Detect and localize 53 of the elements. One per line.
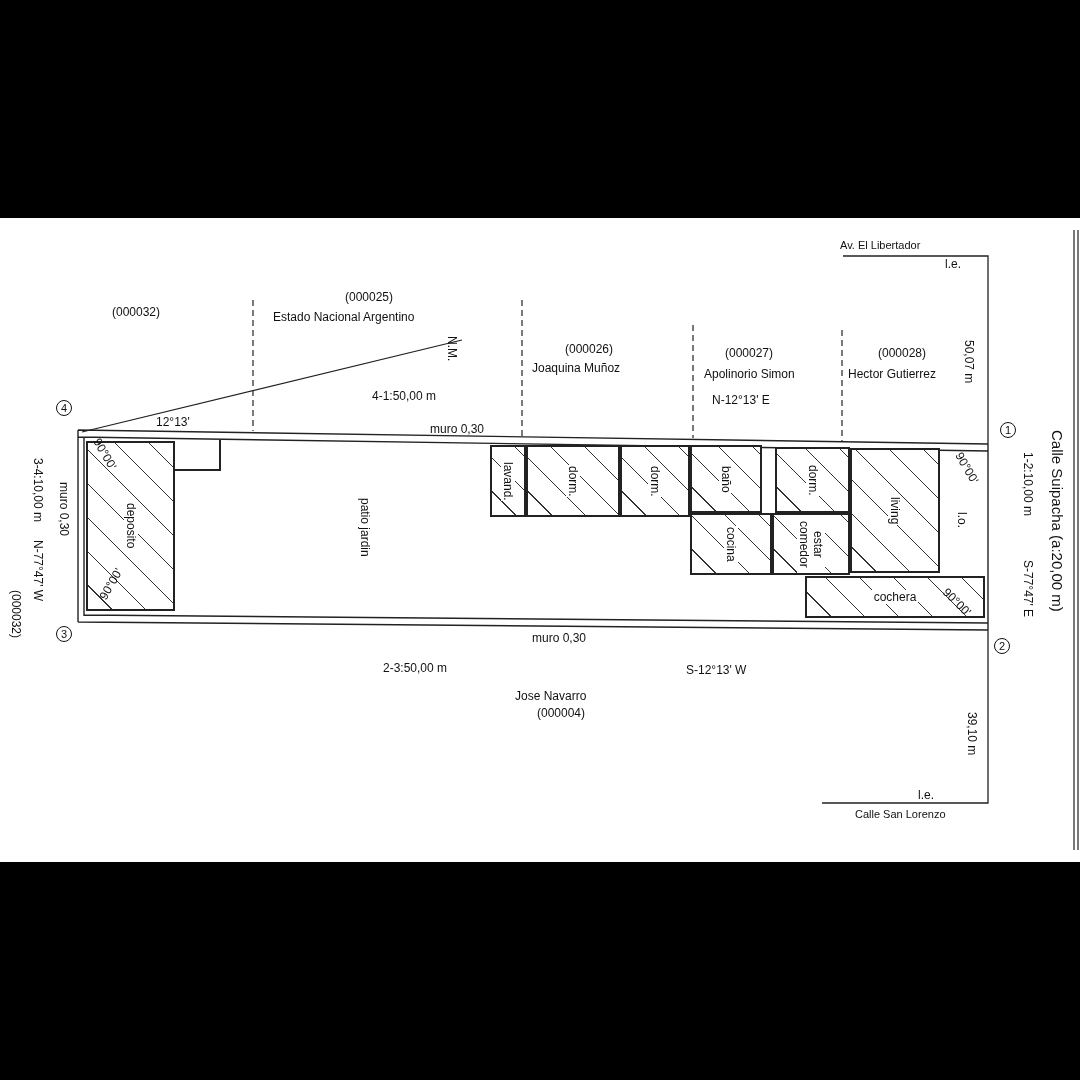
room-area (526, 445, 620, 517)
parcel-number: (000026) (565, 343, 614, 355)
room-area (805, 576, 985, 618)
parcel-number: (000025) (345, 291, 394, 303)
parcel-number: (000028) (878, 347, 927, 359)
wall-thickness-label: muro 0,30 (532, 632, 587, 644)
bearing-label: N-77°47' W (32, 540, 44, 602)
dimension-label: 2-3:50,00 m (383, 662, 448, 674)
room-area (690, 445, 762, 513)
room-label: cochera (871, 590, 919, 604)
line-mark: l.e. (918, 789, 934, 801)
room-label: dorm. (648, 464, 662, 498)
north-label: N.M. (446, 336, 458, 362)
dimension-label: 50,07 m (963, 340, 975, 384)
room-label: estar comedor (797, 515, 825, 573)
owner-name: Joaquina Muñoz (532, 362, 621, 374)
dimension-label: 3-4:10,00 m (32, 458, 44, 523)
parcel-number: (000032) (10, 590, 22, 639)
wall-thickness-label: muro 0,30 (430, 423, 485, 435)
bearing-label: S-77°47' E (1022, 560, 1034, 618)
parcel-number: (000004) (537, 707, 586, 719)
wall-thickness-label: muro 0,30 (58, 482, 70, 537)
room-area (850, 448, 940, 573)
line-mark: l.e. (945, 258, 961, 270)
room-label: deposito (123, 502, 138, 550)
room-label: lavand. (501, 460, 515, 502)
room-area (690, 513, 772, 575)
dimension-label: 39,10 m (966, 712, 978, 756)
parcel-number: (000027) (725, 347, 774, 359)
dimension-label: 1-2:10,00 m (1022, 452, 1034, 517)
room-area (775, 447, 850, 513)
owner-name: Apolinorio Simon (704, 368, 795, 380)
room-area (772, 513, 850, 575)
street-name: Av. El Libertador (840, 240, 921, 251)
room-label: cocina (724, 525, 738, 563)
room-label: living (888, 495, 902, 526)
room-area (490, 445, 526, 517)
dimension-label: 4-1:50,00 m (372, 390, 437, 402)
room-label: dorm. (566, 464, 580, 498)
room-label: patio jardin (358, 497, 372, 558)
owner-name: Estado Nacional Argentino (273, 311, 415, 323)
owner-name: Jose Navarro (515, 690, 587, 702)
street-name: Calle Suipacha (a:20,00 m) (1050, 430, 1065, 612)
room-label: dorm. (805, 463, 820, 497)
bearing-label: S-12°13' W (686, 664, 747, 676)
room-label: baño (719, 464, 733, 494)
street-name: Calle San Lorenzo (855, 809, 946, 820)
line-mark: l.o. (956, 512, 968, 528)
owner-name: Hector Gutierrez (848, 368, 937, 380)
room-area (620, 445, 690, 517)
parcel-number: (000032) (112, 306, 161, 318)
bearing-label: N-12°13' E (712, 394, 770, 406)
angle-label: 12°13' (156, 416, 190, 428)
